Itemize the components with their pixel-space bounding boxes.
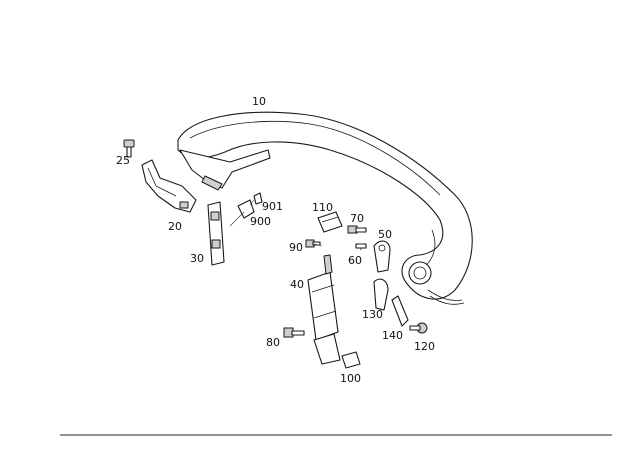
leader-lines xyxy=(229,199,363,251)
part-60-pin xyxy=(355,243,367,249)
callout-50: 50 xyxy=(378,228,392,241)
callout-20: 20 xyxy=(168,220,182,233)
part-25-bolt xyxy=(123,139,135,158)
part-10-roll-bar xyxy=(177,111,473,305)
callout-900: 900 xyxy=(250,215,271,228)
callout-80: 80 xyxy=(266,336,280,349)
callout-110: 110 xyxy=(312,201,333,214)
part-80-bolt xyxy=(283,327,305,338)
callout-130: 130 xyxy=(362,308,383,321)
callout-10: 10 xyxy=(252,95,266,108)
callout-40: 40 xyxy=(290,278,304,291)
part-901-clip xyxy=(253,192,263,205)
part-20-bracket xyxy=(141,159,197,213)
callout-120: 120 xyxy=(414,340,435,353)
callout-60: 60 xyxy=(348,254,362,267)
part-140-lever xyxy=(391,295,409,327)
callout-100: 100 xyxy=(340,372,361,385)
part-30-strip xyxy=(207,201,225,266)
part-110-clip xyxy=(317,211,343,233)
callout-labels: 10 25 20 30 901 900 110 70 50 90 60 40 1… xyxy=(116,95,435,385)
callout-30: 30 xyxy=(190,252,204,265)
part-70-bolt xyxy=(347,225,367,234)
part-40-actuator xyxy=(307,254,341,365)
part-130-plate xyxy=(373,278,389,311)
part-120-screw xyxy=(409,322,428,334)
callout-901: 901 xyxy=(262,200,283,213)
callout-90: 90 xyxy=(289,241,303,254)
part-90-screw xyxy=(305,239,321,248)
part-50-bracket xyxy=(373,240,391,273)
part-100-clip xyxy=(341,351,361,369)
callout-140: 140 xyxy=(382,329,403,342)
callout-70: 70 xyxy=(350,212,364,225)
callout-25: 25 xyxy=(116,154,130,167)
